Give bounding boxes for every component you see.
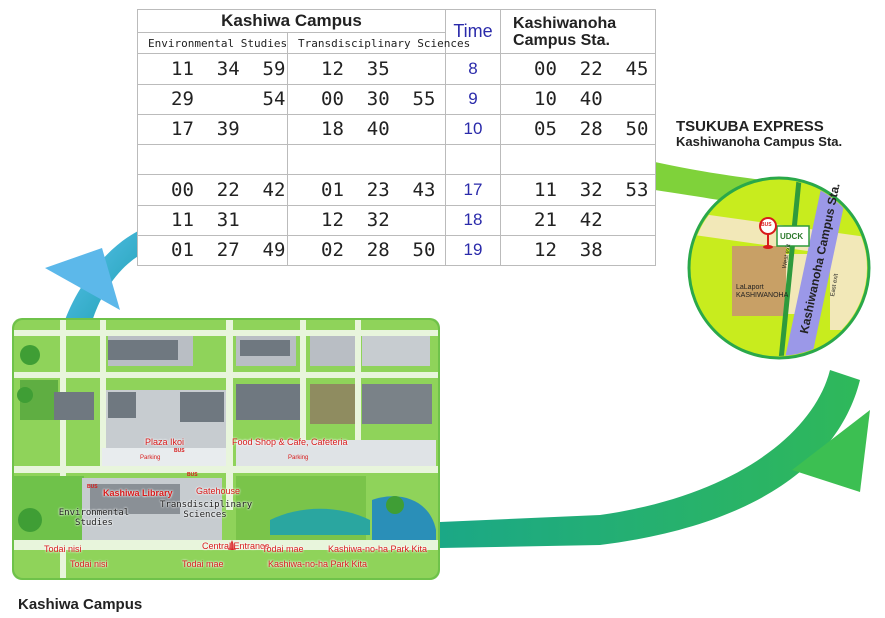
- table-row: [137, 144, 657, 176]
- station-times: 00 22 45: [500, 53, 657, 85]
- bus-stop-icon: BUS: [87, 484, 98, 490]
- trans-times: 12 32: [286, 204, 447, 236]
- station-times: 12 38: [500, 234, 657, 267]
- env-studies-header: Environmental Studies: [137, 32, 288, 55]
- station-map-circle: [687, 176, 871, 360]
- bus-stop-icon: BUS: [187, 472, 198, 478]
- bus-stop-park-kita: Kashiwa-no-ha Park Kita: [328, 544, 428, 554]
- station-times: 05 28 50: [500, 113, 657, 146]
- trans-times: 12 35: [286, 53, 447, 85]
- table-row: 17 39 18 40 10 05 28 50: [137, 113, 657, 146]
- hour: [445, 144, 502, 176]
- bus-stop-todai-mae: Todai mae: [262, 544, 304, 554]
- env-times: 17 39: [137, 113, 288, 146]
- campus-header: Kashiwa Campus: [136, 8, 447, 34]
- campus-map-caption: Kashiwa Campus: [18, 596, 143, 613]
- env-studies-stop-label: Environmental Studies: [58, 508, 130, 528]
- gatehouse-label: Gatehouse: [196, 486, 241, 496]
- trans-times: 02 28 50: [286, 234, 447, 267]
- hour: 17: [445, 174, 502, 206]
- bus-timetable: Kashiwa Campus Time Kashiwanoha Campus S…: [136, 8, 657, 267]
- station-subtitle: Kashiwanoha Campus Sta.: [676, 134, 843, 149]
- hour: 8: [445, 53, 502, 85]
- station-times: [500, 144, 657, 176]
- station-header: Kashiwanoha Campus Sta.: [500, 8, 657, 55]
- bus-stop-todai-nisi: Todai nisi: [44, 544, 82, 554]
- trans-sciences-header: Transdisciplinary Sciences: [286, 32, 470, 55]
- tsukuba-express-title: TSUKUBA EXPRESS: [676, 118, 824, 135]
- hour: 19: [445, 234, 502, 267]
- hour: 9: [445, 83, 502, 115]
- bus-stop-todai-mae: Todai mae: [182, 559, 224, 569]
- blue-arrowhead: [45, 248, 120, 310]
- env-times: 11 31: [137, 204, 288, 236]
- parking-label: Parking: [140, 455, 161, 461]
- hour: 18: [445, 204, 502, 236]
- trans-times: [286, 144, 447, 176]
- plaza-ikoi-label: Plaza Ikoi: [145, 437, 185, 447]
- central-entrance-label: Central Entrance: [202, 541, 270, 551]
- trans-sciences-stop-label: Transdisciplinary Sciences: [160, 500, 253, 520]
- table-row: 01 27 49 02 28 50 19 12 38: [137, 234, 657, 267]
- env-times: 01 27 49: [137, 234, 288, 267]
- hour: 10: [445, 113, 502, 146]
- table-row: 11 31 12 32 18 21 42: [137, 204, 657, 236]
- library-label: Kashiwa Library: [103, 488, 173, 498]
- table-row: 00 22 42 01 23 43 17 11 32 53: [137, 174, 657, 206]
- green-arrowhead: [792, 410, 870, 492]
- env-times: 00 22 42: [137, 174, 288, 206]
- station-times: 10 40: [500, 83, 657, 115]
- env-times: 11 34 59: [137, 53, 288, 85]
- bus-stop-todai-nisi: Todai nisi: [70, 559, 108, 569]
- bus-stop-icon: BUS: [174, 448, 185, 454]
- table-row: 29 54 00 30 55 9 10 40: [137, 83, 657, 115]
- campus-map-illustration: [12, 318, 440, 580]
- udck-label: UDCK: [780, 232, 804, 241]
- bus-stop-park-kita: Kashiwa-no-ha Park Kita: [268, 559, 368, 569]
- trans-times: 01 23 43: [286, 174, 447, 206]
- env-times: [137, 144, 288, 176]
- trans-times: 18 40: [286, 113, 447, 146]
- parking-label: Parking: [288, 455, 309, 461]
- lalaport-label: LaLaport KASHIWANOHA: [736, 284, 789, 299]
- food-shop-label: Food Shop & Cafe, Cafeteria: [232, 437, 348, 447]
- station-times: 21 42: [500, 204, 657, 236]
- time-header: Time: [445, 8, 502, 55]
- env-times: 29 54: [137, 83, 288, 115]
- station-times: 11 32 53: [500, 174, 657, 206]
- trans-times: 00 30 55: [286, 83, 447, 115]
- station-bus-icon: BUS: [761, 222, 772, 228]
- green-route-arrow-lower: [440, 370, 860, 548]
- table-row: 11 34 59 12 35 8 00 22 45: [137, 53, 657, 85]
